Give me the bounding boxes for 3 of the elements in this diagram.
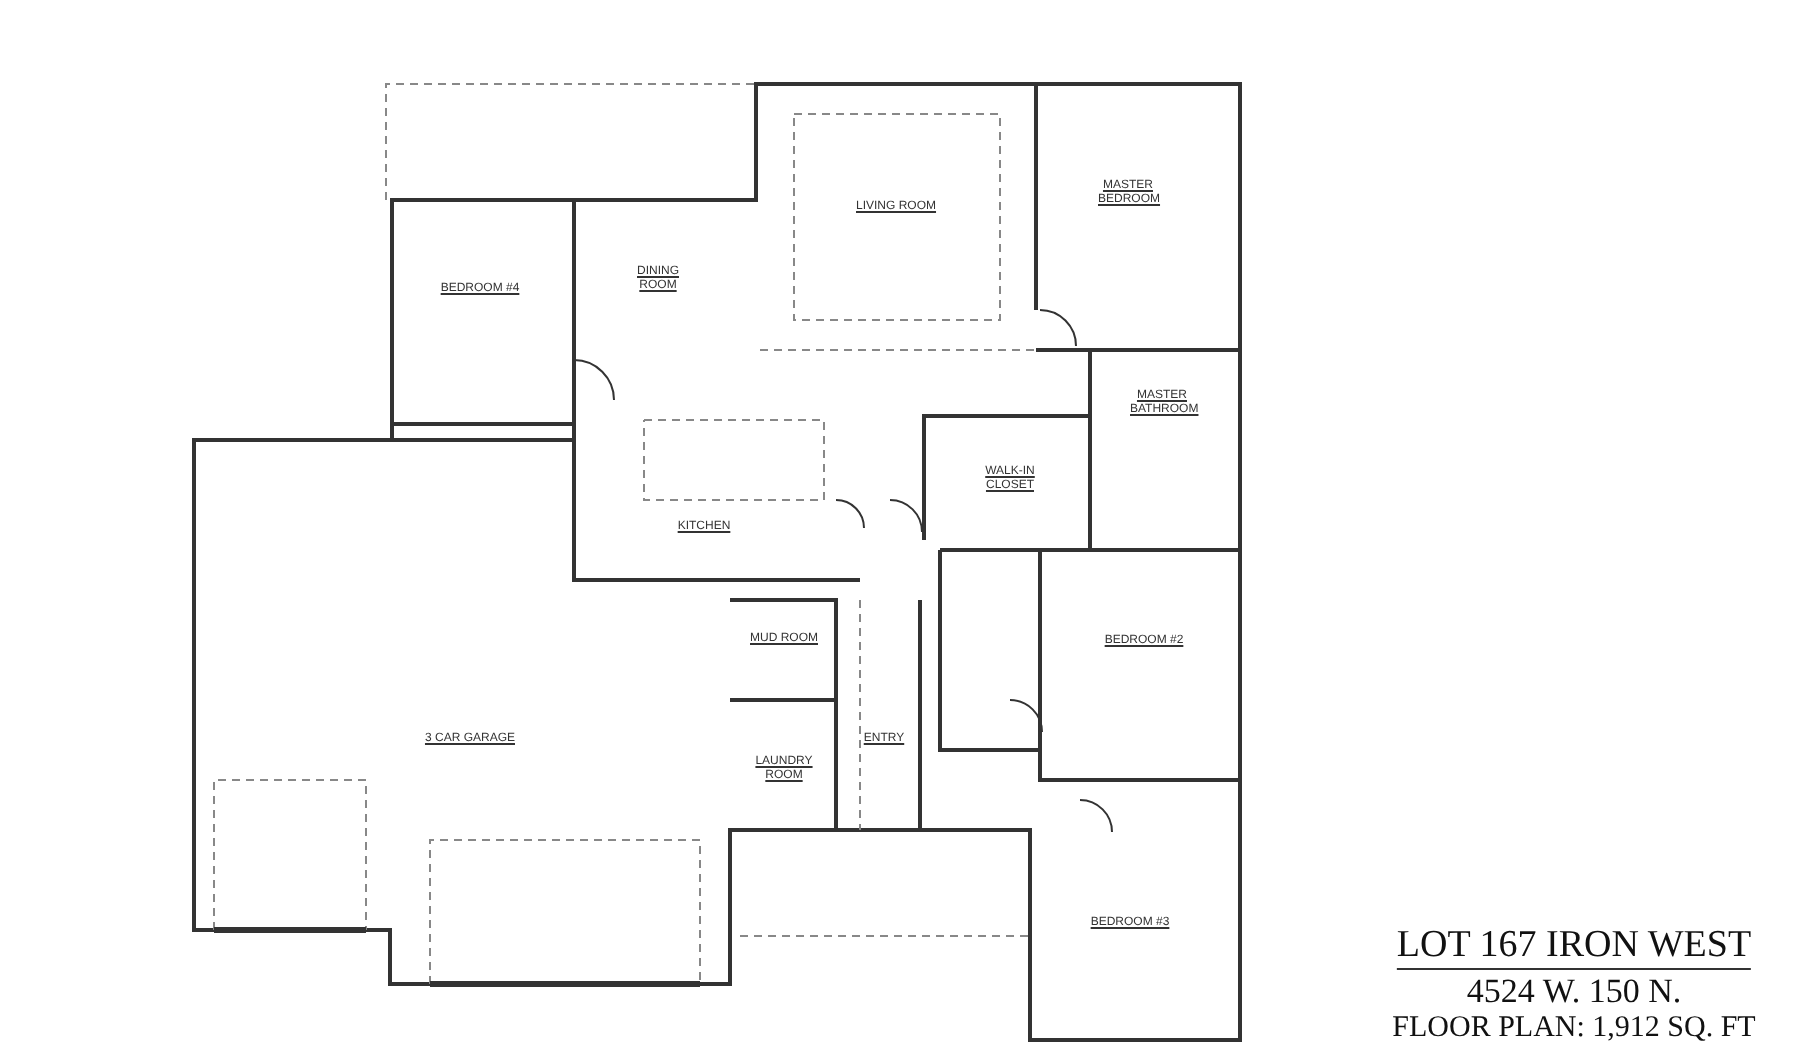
floor-area-text: FLOOR PLAN: 1,912 SQ. FT [1392, 1012, 1756, 1046]
title: LOT 167 IRON WEST [1396, 924, 1752, 970]
address-text: 4524 W. 150 N. [1466, 972, 1682, 1012]
